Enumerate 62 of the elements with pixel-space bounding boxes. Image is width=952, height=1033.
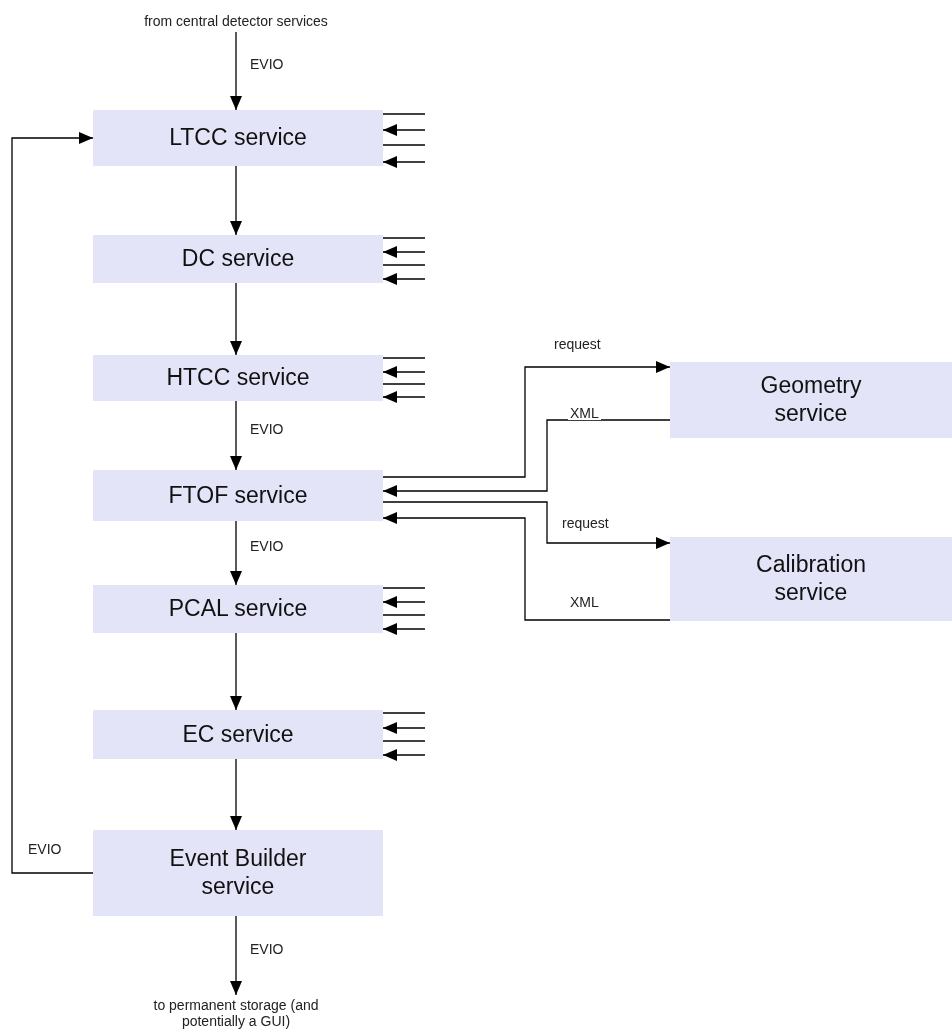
service-box [93,830,383,916]
service-label: Geometry service [759,372,863,428]
arrow [230,520,242,586]
service-label: LTCC service [169,124,307,152]
service-label: PCAL service [168,595,308,623]
connector-line [382,712,426,714]
service-box [670,362,952,438]
connector-line [382,357,426,359]
arrow [230,632,242,711]
service-box [93,470,383,521]
service-box [93,110,383,166]
service-box [670,537,952,621]
arrow [382,366,426,378]
edge-label: EVIO [26,842,64,856]
service-label: EC service [182,720,294,749]
connector-line [382,113,426,115]
connector-line [382,740,426,742]
service-label: Calibration service [755,551,867,607]
arrow [382,596,426,608]
arrow [230,915,242,996]
arrow [11,132,94,874]
edge-label: EVIO [248,941,286,956]
edge-label: request [552,337,603,351]
connector-line [382,383,426,385]
connector-line [382,144,426,146]
connector-line [382,587,426,589]
arrow [230,282,242,356]
edge-label: XML [568,406,601,420]
connector-line [382,614,426,616]
arrow [382,273,426,285]
arrow [230,758,242,831]
service-box [93,235,383,283]
edge-label: XML [568,595,601,609]
edge-label: EVIO [248,539,286,553]
edge-label: EVIO [248,57,286,71]
arrow [382,722,426,734]
arrow [382,391,426,403]
arrow [382,749,426,761]
arrow [382,623,426,635]
service-label: Event Builder service [168,845,308,901]
arrow [230,400,242,471]
arrow [382,246,426,258]
service-box [93,710,383,759]
service-label: FTOF service [168,481,308,510]
arrow [382,419,671,497]
flow-text: from central detector services [144,12,328,30]
edge-label: request [560,516,611,530]
service-label: DC service [181,245,295,273]
arrow [230,165,242,236]
flow-text: to permanent storage (and potentially a GUI) [152,996,320,1030]
arrow [382,156,426,168]
arrow [382,124,426,136]
edge-label: EVIO [248,421,286,436]
arrow [230,31,242,111]
service-label: HTCC service [166,364,310,392]
arrow [382,501,671,549]
connector-line [382,237,426,239]
arrow [382,512,671,621]
connector-line [382,264,426,266]
arrow [382,361,671,478]
service-box [93,355,383,401]
service-box [93,585,383,633]
